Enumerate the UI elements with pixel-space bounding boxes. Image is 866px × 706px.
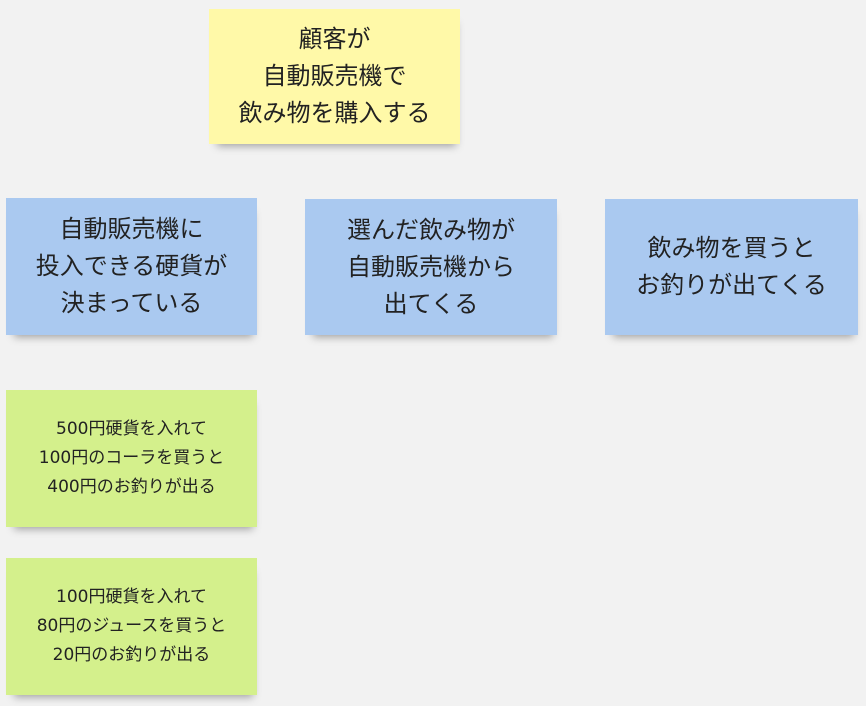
sticky-note-example-100[interactable]: 100円硬貨を入れて 80円のジュースを買うと 20円のお釣りが出る: [6, 558, 257, 695]
sticky-note-rule-coins[interactable]: 自動販売機に 投入できる硬貨が 決まっている: [6, 198, 257, 335]
sticky-note-rule-dispense-text: 選んだ飲み物が 自動販売機から 出てくる: [347, 215, 515, 318]
sticky-note-example-100-text: 100円硬貨を入れて 80円のジュースを買うと 20円のお釣りが出る: [36, 587, 227, 665]
sticky-note-goal-text: 顧客が 自動販売機で 飲み物を購入する: [238, 25, 431, 127]
sticky-note-rule-coins-text: 自動販売機に 投入できる硬貨が 決まっている: [35, 215, 228, 317]
sticky-note-example-500-text: 500円硬貨を入れて 100円のコーラを買うと 400円のお釣りが出る: [38, 419, 225, 497]
sticky-note-goal[interactable]: 顧客が 自動販売機で 飲み物を購入する: [209, 9, 460, 144]
sticky-note-rule-change-text: 飲み物を買うと お釣りが出てくる: [636, 234, 827, 299]
sticky-note-rule-dispense[interactable]: 選んだ飲み物が 自動販売機から 出てくる: [305, 199, 557, 335]
sticky-note-example-500[interactable]: 500円硬貨を入れて 100円のコーラを買うと 400円のお釣りが出る: [6, 390, 257, 527]
sticky-note-rule-change[interactable]: 飲み物を買うと お釣りが出てくる: [605, 199, 858, 335]
